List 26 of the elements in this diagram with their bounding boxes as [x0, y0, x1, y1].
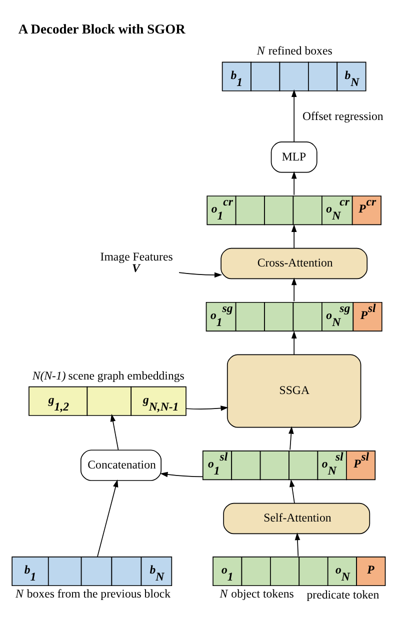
arrow [291, 278, 297, 302]
node-label: predicate token [306, 587, 380, 602]
node-label: N boxes from the previous block [15, 586, 171, 601]
edge-label: Offset regression [302, 108, 384, 123]
arrow [291, 89, 297, 142]
arrow [291, 171, 297, 196]
node-box: SSGA [226, 354, 362, 428]
arrow [288, 426, 294, 450]
node-label: N object tokens [220, 586, 294, 601]
node-box: MLP [270, 142, 318, 173]
arrow [291, 330, 297, 355]
node-text: Image Features V [100, 249, 173, 276]
arrow [291, 224, 297, 248]
node-box: Self-Attention [223, 502, 370, 534]
arrow [160, 472, 204, 478]
diagram-title: A Decoder Block with SGOR [18, 22, 186, 37]
arrow [294, 532, 300, 557]
node-box: Cross-Attention [220, 248, 368, 280]
arrow [178, 272, 222, 278]
arrow [110, 414, 119, 450]
arrow [186, 406, 228, 411]
node-label: N(N-1) scene graph embeddings [32, 368, 184, 382]
node-box: Concatenation [80, 450, 162, 481]
node-label: N refined boxes [256, 44, 332, 58]
arrow [97, 480, 118, 557]
arrow [289, 479, 295, 504]
